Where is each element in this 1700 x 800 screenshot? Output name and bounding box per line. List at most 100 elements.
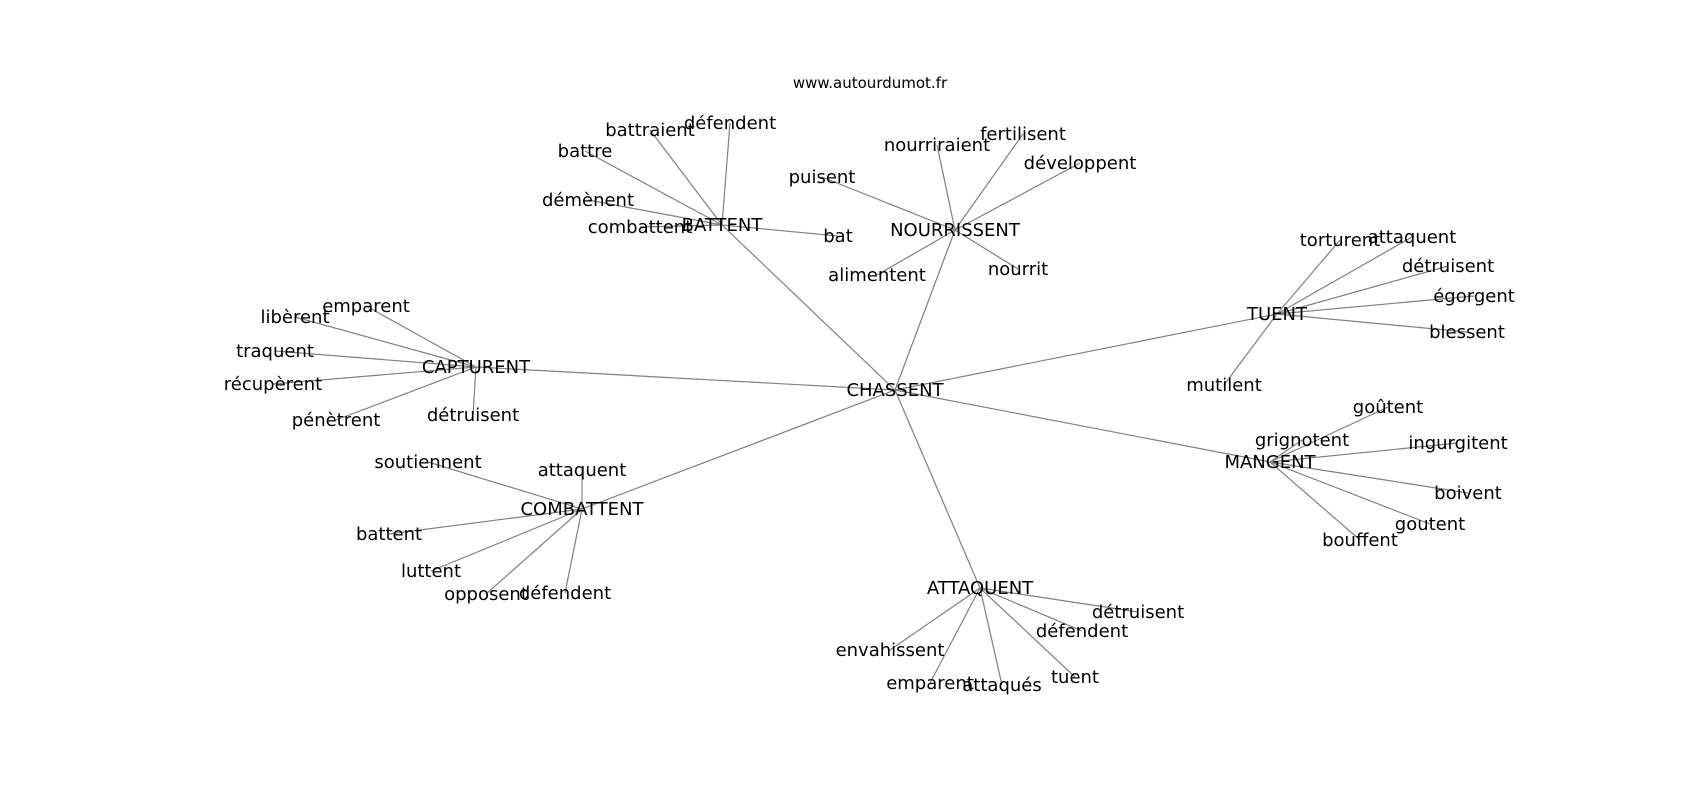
edge-capturent-2 bbox=[274, 350, 477, 368]
leaf-node-nourrissent-3[interactable]: puisent bbox=[789, 167, 856, 188]
edge-battent-5 bbox=[721, 224, 839, 237]
leaf-node-combattent-3[interactable]: luttent bbox=[401, 561, 461, 582]
leaf-node-tuent-4[interactable]: blessent bbox=[1429, 322, 1505, 343]
leaf-node-battent-5[interactable]: bat bbox=[823, 226, 853, 247]
leaf-node-nourrissent-5[interactable]: nourrit bbox=[988, 259, 1048, 280]
hub-node-attaquent[interactable]: ATTAQUENT bbox=[927, 578, 1034, 599]
leaf-node-combattent-4[interactable]: opposent bbox=[444, 584, 528, 605]
hub-node-tuent[interactable]: TUENT bbox=[1246, 304, 1308, 325]
leaf-node-nourrissent-1[interactable]: fertilisent bbox=[980, 124, 1066, 145]
edge-combattent-3 bbox=[430, 508, 583, 572]
edge-mangent-2 bbox=[1269, 442, 1459, 463]
leaf-node-combattent-1[interactable]: attaquent bbox=[538, 460, 627, 481]
center-node[interactable]: CHASSENT bbox=[846, 380, 944, 401]
edge-capturent-3 bbox=[272, 366, 477, 385]
leaf-node-nourrissent-2[interactable]: développent bbox=[1024, 153, 1137, 174]
edge-battent-4 bbox=[639, 224, 723, 228]
edge-battent-0 bbox=[649, 129, 723, 226]
leaf-node-attaquent-1[interactable]: défendent bbox=[1036, 621, 1128, 642]
edge-mangent-1 bbox=[1269, 439, 1303, 463]
leaf-node-battent-3[interactable]: démènent bbox=[542, 190, 634, 211]
edge-mangent-0 bbox=[1269, 406, 1389, 463]
edge-tuent-3 bbox=[1276, 295, 1475, 315]
edge-mangent-5 bbox=[1269, 461, 1361, 541]
leaf-node-combattent-5[interactable]: défendent bbox=[519, 583, 611, 604]
hub-node-combattent[interactable]: COMBATTENT bbox=[520, 499, 644, 520]
hub-node-mangent[interactable]: MANGENT bbox=[1224, 452, 1316, 473]
hub-node-capturent[interactable]: CAPTURENT bbox=[422, 357, 531, 378]
edge-capturent-5 bbox=[472, 366, 477, 416]
leaf-node-nourrissent-0[interactable]: nourriraient bbox=[884, 135, 990, 156]
edge-tuent-2 bbox=[1276, 265, 1449, 315]
edge-tuent-1 bbox=[1276, 236, 1413, 315]
edge-center-battent bbox=[721, 224, 896, 391]
leaf-node-combattent-0[interactable]: soutiennent bbox=[374, 452, 481, 473]
leaf-node-attaquent-0[interactable]: détruisent bbox=[1092, 602, 1184, 623]
graph-edges bbox=[272, 122, 1475, 686]
edge-battent-2 bbox=[584, 150, 723, 226]
edge-battent-3 bbox=[587, 199, 723, 226]
edge-combattent-5 bbox=[564, 508, 583, 594]
edge-nourrissent-2 bbox=[954, 162, 1081, 231]
edge-nourrissent-4 bbox=[876, 229, 956, 276]
leaf-node-battent-4[interactable]: combattent bbox=[588, 217, 693, 238]
edge-attaquent-3 bbox=[929, 587, 981, 684]
edge-attaquent-5 bbox=[979, 587, 1076, 678]
leaf-node-battent-2[interactable]: battre bbox=[558, 141, 613, 162]
leaf-node-tuent-3[interactable]: égorgent bbox=[1433, 286, 1515, 307]
leaf-node-tuent-1[interactable]: attaquent bbox=[1368, 227, 1457, 248]
hub-node-battent[interactable]: BATTENT bbox=[682, 215, 764, 236]
leaf-node-mangent-5[interactable]: bouffent bbox=[1322, 530, 1398, 551]
leaf-node-tuent-2[interactable]: détruisent bbox=[1402, 256, 1494, 277]
edge-nourrissent-0 bbox=[936, 144, 956, 231]
leaf-node-mangent-0[interactable]: goûtent bbox=[1353, 397, 1423, 418]
site-watermark[interactable]: www.autourdumot.fr bbox=[793, 74, 948, 92]
edge-center-nourrissent bbox=[894, 229, 956, 391]
leaf-node-attaquent-3[interactable]: emparent bbox=[886, 673, 974, 694]
edge-attaquent-4 bbox=[979, 587, 1003, 686]
leaf-node-tuent-5[interactable]: mutilent bbox=[1186, 375, 1262, 396]
edge-center-mangent bbox=[894, 389, 1271, 463]
edge-nourrissent-5 bbox=[954, 229, 1019, 270]
edge-center-capturent bbox=[475, 366, 896, 391]
leaf-node-capturent-0[interactable]: emparent bbox=[322, 296, 410, 317]
leaf-node-tuent-0[interactable]: torturent bbox=[1300, 230, 1380, 251]
leaf-node-combattent-2[interactable]: battent bbox=[356, 524, 422, 545]
edge-attaquent-0 bbox=[979, 587, 1139, 613]
leaf-node-mangent-2[interactable]: ingurgitent bbox=[1408, 433, 1507, 454]
hub-node-nourrissent[interactable]: NOURRISSENT bbox=[890, 220, 1021, 241]
edge-combattent-2 bbox=[388, 508, 583, 535]
edge-capturent-4 bbox=[335, 366, 477, 421]
leaf-node-attaquent-5[interactable]: tuent bbox=[1051, 667, 1099, 688]
leaf-node-battent-1[interactable]: défendent bbox=[684, 113, 776, 134]
leaf-node-capturent-1[interactable]: libèrent bbox=[260, 307, 329, 328]
edge-capturent-0 bbox=[365, 305, 477, 368]
edge-nourrissent-3 bbox=[821, 176, 956, 231]
edge-combattent-4 bbox=[485, 508, 583, 595]
leaf-node-nourrissent-4[interactable]: alimentent bbox=[828, 265, 926, 286]
edge-attaquent-1 bbox=[979, 587, 1083, 632]
edge-battent-1 bbox=[721, 122, 731, 226]
edge-nourrissent-1 bbox=[954, 133, 1024, 231]
leaf-node-mangent-4[interactable]: goutent bbox=[1395, 514, 1465, 535]
edge-attaquent-2 bbox=[889, 587, 981, 651]
graph-labels: www.autourdumot.fr CHASSENTBATTENTbattra… bbox=[224, 74, 1515, 696]
leaf-node-capturent-5[interactable]: détruisent bbox=[427, 405, 519, 426]
leaf-node-mangent-1[interactable]: grignotent bbox=[1255, 430, 1349, 451]
leaf-node-mangent-3[interactable]: boivent bbox=[1434, 483, 1502, 504]
edge-mangent-4 bbox=[1269, 461, 1431, 525]
edge-capturent-1 bbox=[294, 316, 477, 368]
leaf-node-capturent-2[interactable]: traquent bbox=[236, 341, 314, 362]
edge-center-attaquent bbox=[894, 389, 981, 589]
edge-tuent-5 bbox=[1223, 313, 1278, 386]
leaf-node-capturent-3[interactable]: récupèrent bbox=[224, 374, 322, 395]
edge-tuent-4 bbox=[1276, 313, 1468, 333]
edge-tuent-0 bbox=[1276, 239, 1341, 315]
leaf-node-battent-0[interactable]: battraient bbox=[605, 120, 695, 141]
leaf-node-attaquent-4[interactable]: attaqués bbox=[962, 675, 1041, 696]
leaf-node-attaquent-2[interactable]: envahissent bbox=[836, 640, 945, 661]
leaf-node-capturent-4[interactable]: pénètrent bbox=[292, 410, 381, 431]
edge-center-combattent bbox=[581, 389, 896, 510]
edge-combattent-0 bbox=[427, 461, 583, 510]
